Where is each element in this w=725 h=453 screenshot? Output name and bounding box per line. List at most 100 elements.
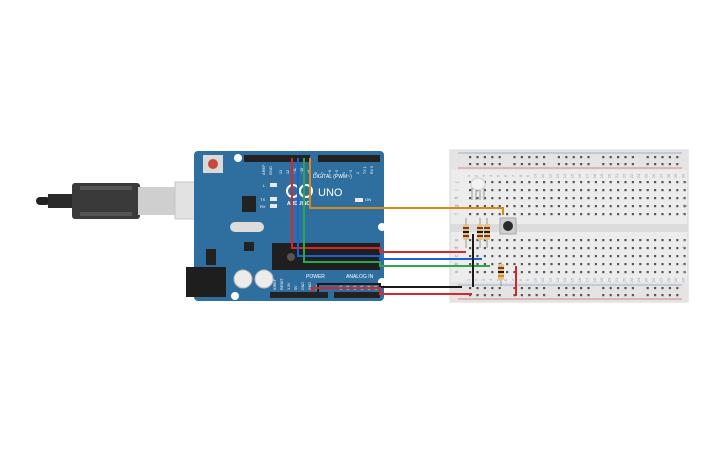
rail-hole[interactable] [491,163,494,166]
terminal-hole[interactable] [587,271,590,274]
terminal-hole[interactable] [491,263,494,266]
terminal-hole[interactable] [543,271,546,274]
terminal-hole[interactable] [683,255,686,258]
terminal-hole[interactable] [513,271,516,274]
rail-hole[interactable] [654,156,657,159]
terminal-hole[interactable] [654,255,657,258]
terminal-hole[interactable] [535,247,538,250]
terminal-hole[interactable] [469,181,472,184]
terminal-hole[interactable] [572,197,575,200]
terminal-hole[interactable] [676,205,679,208]
rail-hole[interactable] [572,156,575,159]
terminal-hole[interactable] [676,247,679,250]
terminal-hole[interactable] [498,213,501,216]
terminal-hole[interactable] [506,247,509,250]
rail-hole[interactable] [498,294,501,297]
terminal-hole[interactable] [513,205,516,208]
terminal-hole[interactable] [609,197,612,200]
terminal-hole[interactable] [646,271,649,274]
rail-hole[interactable] [543,163,546,166]
terminal-hole[interactable] [565,239,568,242]
terminal-hole[interactable] [654,205,657,208]
terminal-hole[interactable] [668,239,671,242]
terminal-hole[interactable] [506,181,509,184]
terminal-hole[interactable] [639,255,642,258]
rail-hole[interactable] [513,163,516,166]
terminal-hole[interactable] [535,213,538,216]
terminal-hole[interactable] [483,213,486,216]
terminal-hole[interactable] [661,205,664,208]
terminal-hole[interactable] [609,213,612,216]
terminal-hole[interactable] [483,247,486,250]
rail-hole[interactable] [624,294,627,297]
rail-hole[interactable] [609,294,612,297]
terminal-hole[interactable] [476,255,479,258]
rail-hole[interactable] [498,163,501,166]
terminal-hole[interactable] [617,213,620,216]
rail-hole[interactable] [557,287,560,290]
terminal-hole[interactable] [557,213,560,216]
rail-hole[interactable] [617,163,620,166]
terminal-hole[interactable] [469,205,472,208]
terminal-hole[interactable] [602,263,605,266]
resistor-icon[interactable] [484,218,490,248]
terminal-hole[interactable] [580,197,583,200]
terminal-hole[interactable] [528,213,531,216]
terminal-hole[interactable] [557,189,560,192]
terminal-hole[interactable] [550,197,553,200]
terminal-hole[interactable] [587,255,590,258]
rail-hole[interactable] [476,294,479,297]
terminal-hole[interactable] [646,213,649,216]
terminal-hole[interactable] [617,181,620,184]
terminal-hole[interactable] [631,205,634,208]
terminal-hole[interactable] [661,213,664,216]
rail-hole[interactable] [565,287,568,290]
terminal-hole[interactable] [513,181,516,184]
terminal-hole[interactable] [617,197,620,200]
terminal-hole[interactable] [587,189,590,192]
terminal-hole[interactable] [528,255,531,258]
terminal-hole[interactable] [580,247,583,250]
terminal-hole[interactable] [661,197,664,200]
rail-hole[interactable] [535,163,538,166]
rail-hole[interactable] [483,287,486,290]
terminal-hole[interactable] [543,239,546,242]
terminal-hole[interactable] [498,247,501,250]
terminal-hole[interactable] [587,239,590,242]
terminal-hole[interactable] [506,263,509,266]
terminal-hole[interactable] [491,271,494,274]
terminal-hole[interactable] [602,181,605,184]
terminal-hole[interactable] [535,181,538,184]
terminal-hole[interactable] [572,213,575,216]
terminal-hole[interactable] [639,263,642,266]
rail-hole[interactable] [624,156,627,159]
terminal-hole[interactable] [624,205,627,208]
terminal-hole[interactable] [506,197,509,200]
terminal-hole[interactable] [624,181,627,184]
rail-hole[interactable] [609,287,612,290]
terminal-hole[interactable] [631,255,634,258]
terminal-hole[interactable] [483,197,486,200]
rail-hole[interactable] [676,156,679,159]
rail-hole[interactable] [535,287,538,290]
terminal-hole[interactable] [520,181,523,184]
rail-hole[interactable] [580,163,583,166]
terminal-hole[interactable] [565,205,568,208]
terminal-hole[interactable] [528,181,531,184]
terminal-hole[interactable] [594,213,597,216]
terminal-hole[interactable] [557,181,560,184]
rail-hole[interactable] [646,163,649,166]
rail-hole[interactable] [580,294,583,297]
terminal-hole[interactable] [491,197,494,200]
terminal-hole[interactable] [469,189,472,192]
usb-cable-icon[interactable] [36,181,222,220]
terminal-hole[interactable] [483,205,486,208]
terminal-hole[interactable] [572,189,575,192]
terminal-hole[interactable] [543,247,546,250]
terminal-hole[interactable] [572,271,575,274]
rail-hole[interactable] [469,294,472,297]
terminal-hole[interactable] [565,189,568,192]
terminal-hole[interactable] [594,181,597,184]
rail-hole[interactable] [668,156,671,159]
terminal-hole[interactable] [528,189,531,192]
